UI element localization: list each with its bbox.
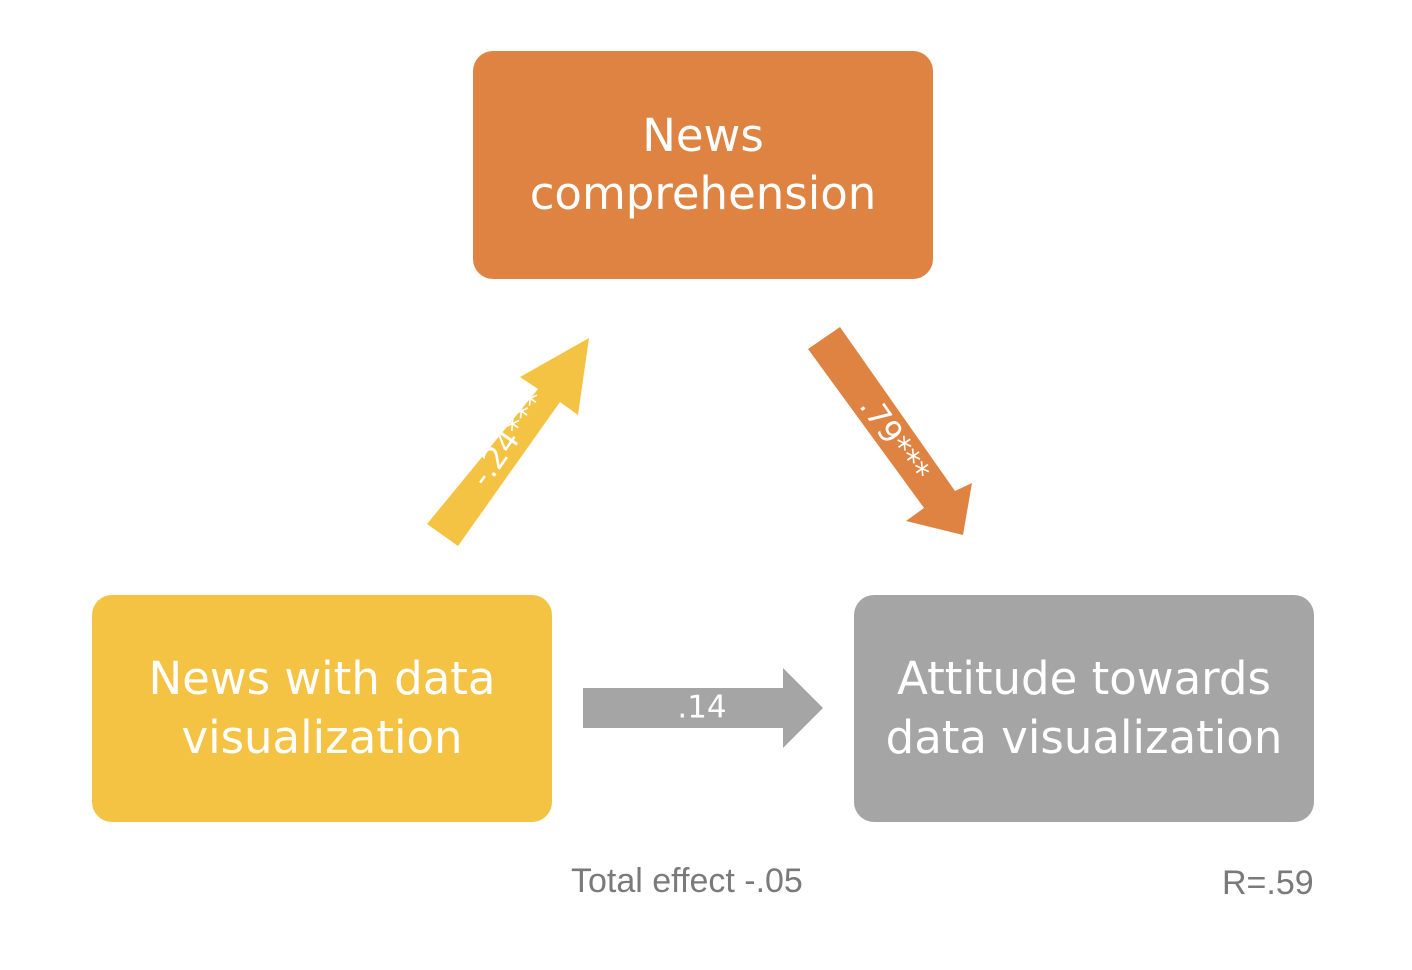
a-path-label: -.24*** (463, 385, 554, 493)
c-prime-path-label: .14 (677, 690, 726, 726)
b-path-arrow: .79*** (808, 327, 972, 535)
dependent-node-attitude-towards-data-visualization: Attitude towards data visualization (854, 595, 1314, 822)
dependent-label-line1: Attitude towards (897, 652, 1271, 705)
total-effect-note: Total effect -.05 (571, 862, 803, 900)
r-value-note: R=.59 (1222, 864, 1314, 902)
a-path-arrow-shape (427, 338, 589, 546)
mediator-node-news-comprehension: News comprehension (473, 51, 933, 279)
b-path-arrow-shape (808, 327, 972, 535)
mediator-label-line1: News (642, 108, 764, 162)
independent-node-news-with-data-visualization: News with data visualization (92, 595, 552, 822)
c-prime-path-arrow: .14 (583, 668, 823, 748)
mediator-label-line2: comprehension (529, 167, 877, 220)
c-prime-path-arrow-shape (583, 668, 823, 748)
independent-label-line1: News with data (148, 652, 496, 705)
a-path-arrow: -.24*** (427, 338, 589, 546)
dependent-label-line2: data visualization (885, 710, 1283, 764)
independent-label-line2: visualization (181, 710, 463, 764)
